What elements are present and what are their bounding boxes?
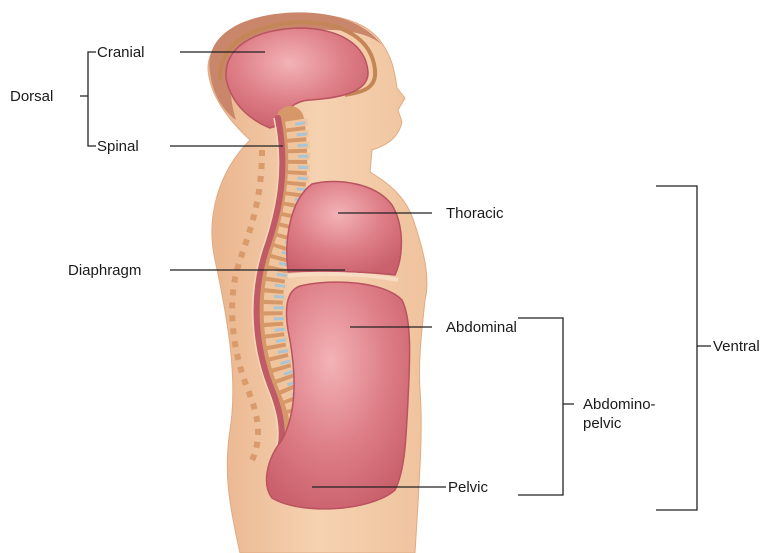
dorsal-bracket <box>80 52 96 146</box>
label-pelvic: Pelvic <box>448 479 489 496</box>
label-spinal: Spinal <box>97 138 139 155</box>
label-abdominal: Abdominal <box>446 319 517 336</box>
ventral-bracket <box>656 186 711 510</box>
label-diaphragm: Diaphragm <box>68 262 141 279</box>
abdominopelvic-bracket <box>518 318 574 495</box>
label-thoracic: Thoracic <box>446 205 504 222</box>
label-abdomino-line2: pelvic <box>583 415 622 432</box>
label-abdomino-line1: Abdomino- <box>583 396 656 413</box>
label-ventral: Ventral <box>713 338 760 355</box>
label-cranial: Cranial <box>97 44 145 61</box>
label-dorsal: Dorsal <box>10 88 53 105</box>
